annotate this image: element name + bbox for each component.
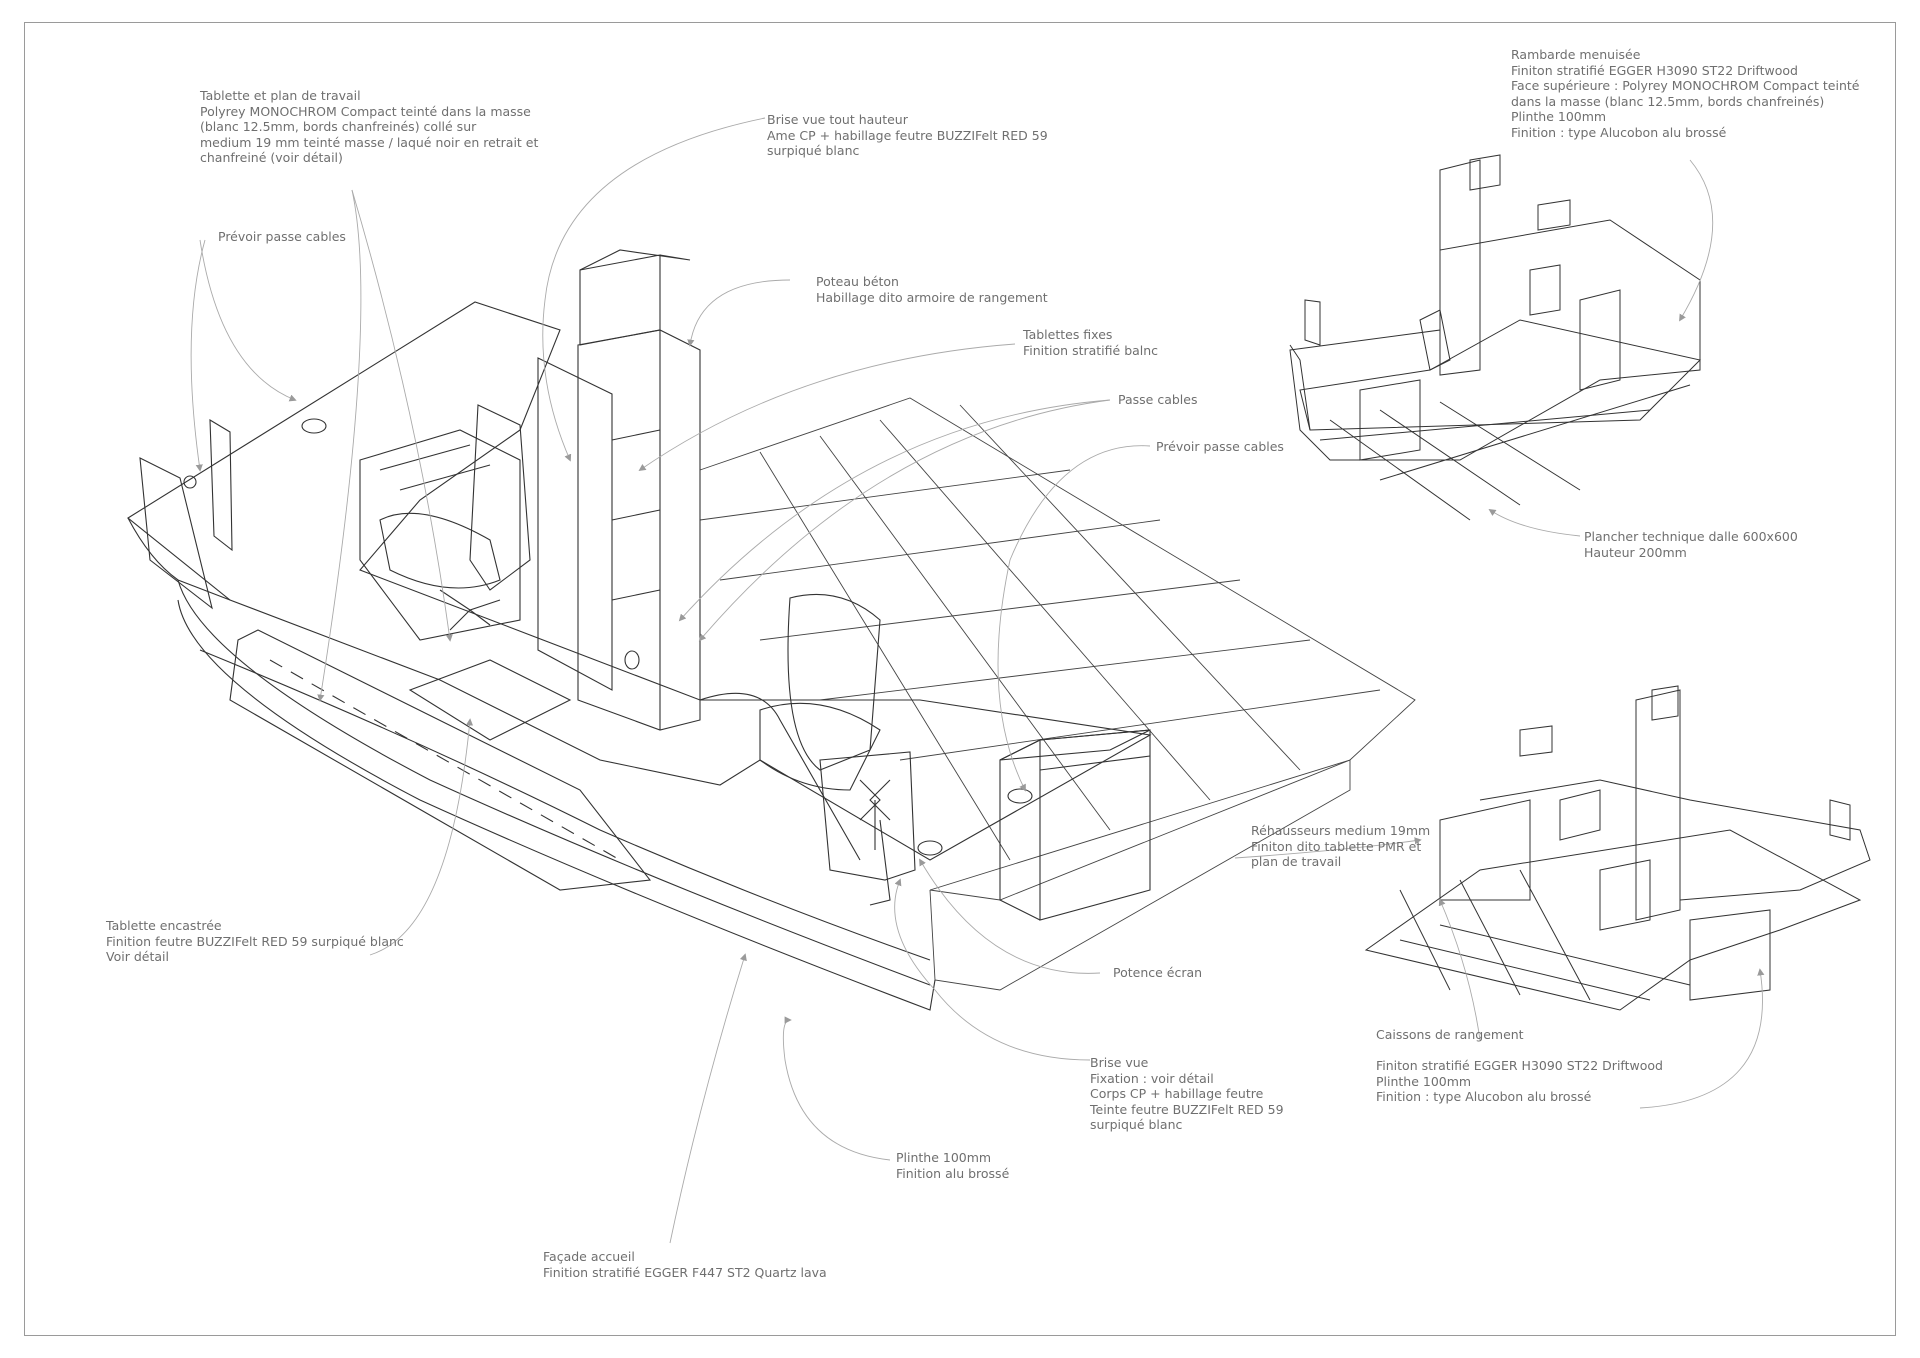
annotation-rambarde-menuisee: Rambarde menuisée Finiton stratifié EGGE… bbox=[1511, 47, 1860, 140]
grommet-2 bbox=[1007, 788, 1033, 804]
annotation-poteau-beton: Poteau béton Habillage dito armoire de r… bbox=[816, 274, 1048, 305]
annotation-tablette-plan-travail: Tablette et plan de travail Polyrey MONO… bbox=[200, 88, 539, 165]
tall-divider bbox=[537, 357, 613, 691]
view-bottom-right bbox=[1364, 685, 1871, 1011]
annotation-prevoir-passe-cables-right: Prévoir passe cables bbox=[1156, 439, 1284, 454]
leader-prevoir-left bbox=[190, 239, 206, 472]
left-monitor bbox=[209, 419, 233, 552]
annotation-brise-vue: Brise vue Fixation : voir détail Corps C… bbox=[1090, 1055, 1284, 1132]
left-chair bbox=[469, 404, 531, 591]
annotation-plancher-technique: Plancher technique dalle 600x600 Hauteur… bbox=[1584, 529, 1798, 560]
annotation-prevoir-passe-cables-left: Prévoir passe cables bbox=[218, 229, 346, 244]
view-top-right bbox=[1289, 154, 1701, 521]
main-view bbox=[127, 249, 1416, 1011]
annotation-facade-accueil: Façade accueil Finition stratifié EGGER … bbox=[543, 1249, 827, 1280]
annotation-plinthe: Plinthe 100mm Finition alu brossé bbox=[896, 1150, 1010, 1181]
annotation-tablettes-fixes: Tablettes fixes Finition stratifié balnc bbox=[1023, 327, 1159, 358]
grommet-3 bbox=[917, 840, 943, 856]
grommet-1 bbox=[301, 418, 327, 434]
front-facade bbox=[177, 599, 936, 1011]
desk-top bbox=[127, 301, 1152, 861]
annotation-rehausseurs: Réhausseurs medium 19mm Finiton dito tab… bbox=[1251, 823, 1431, 869]
annotation-potence-ecran: Potence écran bbox=[1113, 965, 1203, 980]
leader-lines bbox=[190, 117, 1765, 1244]
drawing-frame bbox=[24, 22, 1896, 1336]
screen-divider bbox=[819, 751, 916, 881]
floor-grid bbox=[699, 397, 1416, 991]
annotation-caissons-rangement: Caissons de rangement Finiton stratifié … bbox=[1376, 1027, 1663, 1104]
annotation-brise-vue-tout-hauteur: Brise vue tout hauteur Ame CP + habillag… bbox=[767, 112, 1048, 158]
right-chair bbox=[787, 593, 881, 771]
concrete-column bbox=[579, 254, 661, 346]
annotation-tablette-encastree: Tablette encastrée Finition feutre BUZZI… bbox=[106, 918, 404, 964]
annotation-passe-cables: Passe cables bbox=[1118, 392, 1198, 407]
